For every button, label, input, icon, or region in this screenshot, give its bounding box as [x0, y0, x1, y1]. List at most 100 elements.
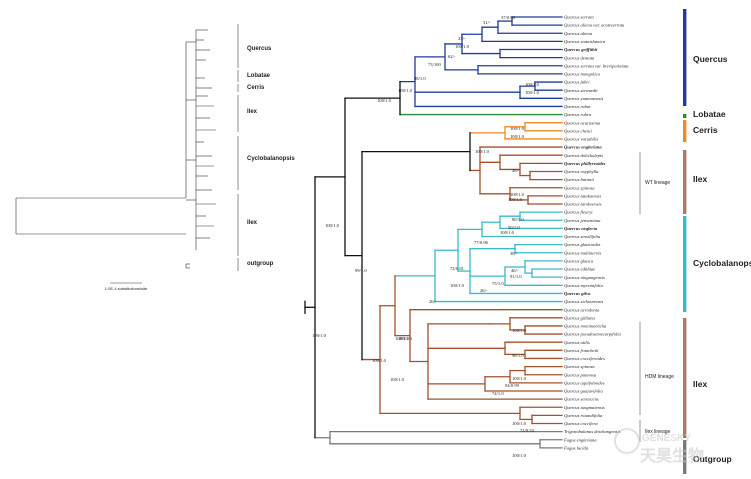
support-value: 91/1.0 [510, 274, 522, 279]
tip-label: Quercus dolicholepis [564, 153, 603, 158]
tip-label: Quercus baronii [564, 177, 595, 182]
tip-label: Quercus guajavifolia [564, 389, 603, 394]
support-value: 72/0.81 [450, 266, 465, 271]
support-value: 98/1.0 [414, 76, 426, 81]
tip-label: Quercus gilva [564, 291, 591, 296]
tip-label: Quercus acrodonta [564, 307, 600, 312]
tip-label: Quercus acutissima [564, 120, 601, 125]
tip-label: Quercus phillyreoides [564, 161, 606, 166]
tip-label: Quercus chenii [564, 128, 592, 133]
overview-clade-label: Cyclobalanopsis [247, 156, 295, 162]
support-value: 100/1.0 [312, 333, 327, 338]
clade-bar-label: Lobatae [693, 109, 726, 119]
tip-label: Quercus spinosa [564, 185, 595, 190]
tip-label: Quercus yunnanensis [564, 96, 603, 101]
support-value: 23/- [458, 36, 466, 41]
tip-label: Quercus monimotricha [564, 324, 607, 329]
tip-label: Quercus aquifolioides [564, 380, 605, 385]
cladogram-branches [304, 16, 563, 449]
overview-scale-bar: 1.0E-4 substitutions/site [105, 282, 148, 291]
clade-bar [683, 150, 687, 214]
tip-label: Quercus glaucoides [564, 242, 601, 247]
clade-bar-label: Outgroup [693, 454, 732, 464]
clade-bar-label: Ilex [693, 174, 707, 184]
support-value: 100/1.0 [372, 358, 387, 363]
tip-label: Quercus griffithii [564, 47, 598, 52]
tip-label: Quercus utilis [564, 340, 590, 345]
overview-clade-label: Ilex [247, 109, 258, 115]
support-value: 100/1.0 [325, 223, 340, 228]
support-value: 37/0.96 [501, 15, 516, 20]
support-value: 100/1.0 [450, 283, 465, 288]
support-value: 77/0.96 [474, 240, 489, 245]
support-value: 100/1.0 [398, 336, 413, 341]
tip-label: Quercus sessilifolia [564, 234, 601, 239]
clade-bar [683, 114, 687, 118]
tip-label: Quercus senescens [564, 397, 599, 402]
support-value: 94/0.99 [505, 383, 520, 388]
clade-bar-label: Quercus [693, 54, 728, 64]
support-value: 100/1.0 [475, 149, 490, 154]
tip-label: Quercus aliena var. acuteserrata [564, 23, 625, 28]
support-value: 31/- [483, 20, 491, 25]
watermark-latin: GENESKY [642, 433, 691, 444]
tip-label: Quercus rotundifolia [564, 413, 603, 418]
support-value: 50/1.0 [508, 225, 520, 230]
tip-label: Quercus jenseniana [564, 218, 601, 223]
support-value: 100/1.0 [510, 192, 525, 197]
tip-label: Quercus myrsinifolia [564, 283, 603, 288]
tip-label: Quercus franchetii [564, 348, 599, 353]
support-value: 62/- [448, 54, 456, 59]
tip-label: Quercus multinervis [564, 250, 601, 255]
tip-label: Quercus spinosa [564, 364, 595, 369]
clade-bar [683, 9, 687, 106]
tip-label: Quercus tatakaensis [564, 193, 601, 198]
support-value: 100/1.0 [510, 126, 525, 131]
overview-clade-label: Cerris [247, 85, 265, 91]
support-value: 100/1.0 [377, 98, 392, 103]
support-value: 38/- [510, 251, 518, 256]
support-value: 26/- [429, 299, 437, 304]
support-value: 71/0.53 [520, 428, 535, 433]
tip-label: Trigonobalanus doichangensis [564, 429, 621, 434]
tip-label: Quercus serrata var. brevipetiolata [564, 63, 629, 68]
overview-phylogram [15, 29, 216, 269]
clade-bar [683, 440, 687, 474]
support-value: 46/- [511, 268, 519, 273]
overview-clade-label: Lobatae [247, 73, 271, 79]
tip-label: Quercus mongolica [564, 72, 601, 77]
tip-label: Quercus dentata [564, 55, 595, 60]
genesky-watermark: GENESKY 天昊生物 [614, 428, 704, 465]
tip-label: Quercus wutaishanica [564, 39, 606, 44]
tip-label: Quercus gilliana [564, 315, 596, 320]
support-value: 100/1.0 [512, 421, 527, 426]
clade-bar [683, 318, 687, 438]
tip-label: Quercus coccifera [564, 421, 598, 426]
tip-label: Quercus edithiae [564, 267, 595, 272]
support-value: 100/1.0 [455, 44, 470, 49]
tip-label: Quercus aliena [564, 31, 593, 36]
tip-label: Fagus lucida [563, 445, 589, 450]
support-value: 100/1.0 [512, 376, 527, 381]
tip-label: Quercus fleuryi [564, 210, 593, 215]
lineage-label: HDM lineage [645, 374, 674, 380]
clade-bar [683, 216, 687, 312]
support-value: 100/1.0 [508, 197, 523, 202]
tip-label: Quercus neglecta [564, 226, 598, 231]
support-value: 98/1.0 [512, 353, 524, 358]
tip-label: Quercus tarokoensis [564, 202, 602, 207]
tip-label: Quercus sichourensis [564, 299, 604, 304]
lineage-label: WT lineage [645, 180, 670, 186]
support-value: 100/1.0 [390, 377, 405, 382]
support-value: 99/1.0 [355, 268, 367, 273]
tip-label: Quercus stewardii [564, 88, 598, 93]
overview-clade-label: Quercus [247, 46, 272, 52]
tip-label: Quercus variabilis [564, 137, 598, 142]
support-value: 75/1.0 [492, 281, 504, 286]
support-value: 100/1.0 [398, 88, 413, 93]
overview-clade-label: outgroup [247, 261, 274, 267]
tip-label: Quercus robur [564, 104, 591, 109]
